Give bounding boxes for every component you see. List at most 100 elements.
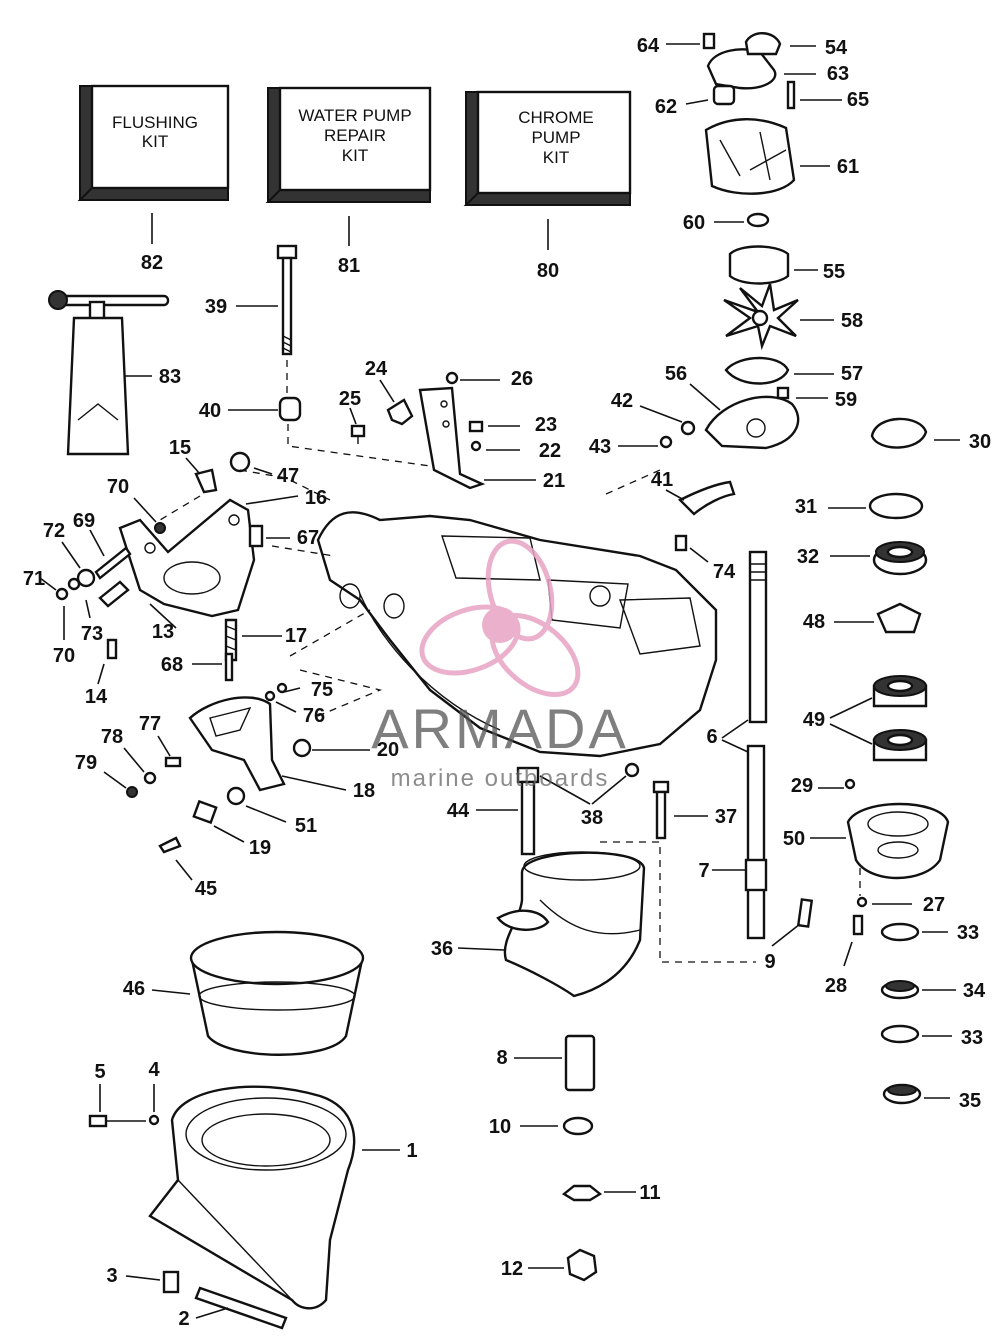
nut-29 xyxy=(844,778,856,790)
intake-housing-1 xyxy=(148,1085,356,1310)
fitting-74 xyxy=(674,534,688,552)
callout-30: 30 xyxy=(969,431,991,453)
callout-39: 39 xyxy=(205,296,227,318)
callout-64: 64 xyxy=(637,35,660,57)
bracket-21 xyxy=(418,386,486,490)
callout-73: 73 xyxy=(81,623,103,645)
kit-label-line: REPAIR xyxy=(324,126,386,145)
ring-31 xyxy=(868,492,924,520)
bolt-39 xyxy=(276,244,298,356)
callout-31: 31 xyxy=(795,496,817,518)
washer-10 xyxy=(562,1116,594,1136)
flushing-tool xyxy=(48,290,170,456)
washer-38 xyxy=(624,762,640,778)
callout-5: 5 xyxy=(94,1061,105,1083)
callout-56: 56 xyxy=(665,363,687,385)
driveshaft-6 xyxy=(748,550,768,724)
key-59 xyxy=(776,386,790,400)
sleeve-8 xyxy=(564,1034,596,1092)
spacer-40 xyxy=(278,396,302,422)
kit-label-line: KIT xyxy=(342,146,368,165)
callout-72: 72 xyxy=(43,520,65,542)
callout-82: 82 xyxy=(141,252,163,274)
callout-44: 44 xyxy=(447,800,470,822)
callout-76: 76 xyxy=(303,705,325,727)
bushing-15 xyxy=(194,468,218,494)
callout-8: 8 xyxy=(496,1047,507,1069)
callout-29: 29 xyxy=(791,775,813,797)
callout-9: 9 xyxy=(764,951,775,973)
washer-4 xyxy=(148,1114,160,1126)
block-19 xyxy=(192,799,218,825)
callout-42: 42 xyxy=(611,390,633,412)
callout-20: 20 xyxy=(377,739,399,761)
callout-3: 3 xyxy=(106,1265,117,1287)
kit-box-water-pump: WATER PUMP REPAIR KIT xyxy=(265,86,432,203)
ring-60 xyxy=(746,212,770,228)
watermark: ARMADA marine outboards xyxy=(371,538,626,792)
callout-10: 10 xyxy=(489,1116,511,1138)
wear-ring-46 xyxy=(189,930,365,1056)
callout-12: 12 xyxy=(501,1258,523,1280)
callout-78: 78 xyxy=(101,726,123,748)
callout-80: 80 xyxy=(537,260,559,282)
callout-28: 28 xyxy=(825,975,847,997)
callout-7: 7 xyxy=(698,860,709,882)
bracket-13 xyxy=(118,498,256,618)
callout-77: 77 xyxy=(139,713,161,735)
insert-62 xyxy=(712,84,736,106)
pump-cover-63 xyxy=(706,48,777,90)
callout-19: 19 xyxy=(249,837,271,859)
ring-33b xyxy=(880,1024,920,1044)
callout-57: 57 xyxy=(841,363,863,385)
callout-4: 4 xyxy=(148,1059,160,1081)
hose-41 xyxy=(677,480,736,516)
callout-67: 67 xyxy=(297,527,319,549)
housing-50 xyxy=(846,802,950,880)
clip-24 xyxy=(386,398,414,426)
callout-59: 59 xyxy=(835,389,857,411)
kit-label-line: WATER PUMP xyxy=(298,106,411,125)
kit-box-flushing: FLUSHING KIT xyxy=(77,84,230,201)
bolt-44 xyxy=(520,780,536,856)
washer-47 xyxy=(229,451,251,473)
callout-63: 63 xyxy=(827,63,849,85)
callout-6: 6 xyxy=(706,726,717,748)
impeller-36 xyxy=(496,851,646,998)
callout-55: 55 xyxy=(823,261,845,283)
callout-48: 48 xyxy=(803,611,825,633)
rod-2 xyxy=(194,1286,288,1330)
bearing-49b xyxy=(872,729,928,762)
callout-11: 11 xyxy=(639,1182,660,1204)
callout-75: 75 xyxy=(311,679,333,701)
bolt-37 xyxy=(655,790,667,840)
cup-55 xyxy=(728,245,790,285)
plate-18 xyxy=(188,696,286,792)
screw-69 xyxy=(94,546,132,580)
screw-28 xyxy=(852,914,864,936)
pump-housing-61 xyxy=(704,118,796,195)
callout-18: 18 xyxy=(353,780,375,802)
callout-49: 49 xyxy=(803,709,825,731)
washer-51 xyxy=(226,786,246,806)
seal-35 xyxy=(882,1083,922,1105)
key-9 xyxy=(796,898,814,928)
kit-label-line: CHROME xyxy=(518,108,594,127)
callout-60: 60 xyxy=(683,212,705,234)
seal-34 xyxy=(880,980,920,1000)
callout-33b: 33 xyxy=(961,1027,983,1049)
callout-68: 68 xyxy=(161,654,183,676)
callout-34: 34 xyxy=(963,980,986,1002)
kit-label-line: KIT xyxy=(543,148,569,167)
callout-26: 26 xyxy=(511,368,533,390)
callout-81: 81 xyxy=(338,255,360,277)
screw-65 xyxy=(786,80,796,110)
callout-24: 24 xyxy=(365,358,388,380)
bearing-49a xyxy=(872,675,928,708)
washer-22 xyxy=(470,440,482,452)
screw-23 xyxy=(468,420,484,433)
washer-78 xyxy=(143,771,157,785)
plate-48 xyxy=(876,602,922,634)
screw-64 xyxy=(702,32,716,50)
